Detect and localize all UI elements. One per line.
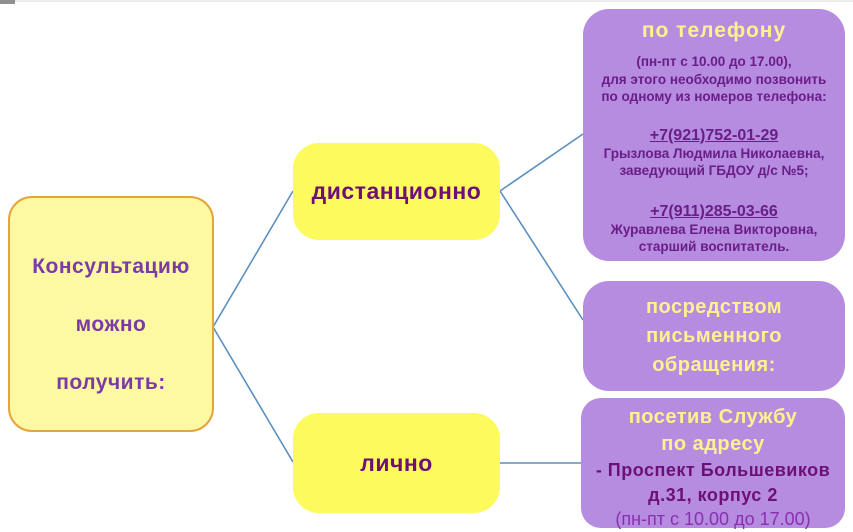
visit-node-hours: (пн-пт с 10.00 до 17.00) bbox=[615, 509, 811, 529]
phone-contact-2: +7(911)285-03-66 Журавлева Елена Викторо… bbox=[611, 203, 818, 256]
visit-node-address-line: - Проспект Большевиков bbox=[595, 460, 831, 480]
written-node-line: письменного bbox=[646, 325, 782, 347]
phone-node-intro: (пн-пт с 10.00 до 17.00), для этого необ… bbox=[601, 53, 826, 106]
branch-remote-label: дистанционно bbox=[311, 178, 482, 204]
phone-contact-1-role: заведующий ГБДОУ д/с №5; bbox=[619, 163, 809, 178]
phone-number-1: +7(921)752-01-29 bbox=[649, 126, 779, 144]
phone-intro-line: (пн-пт с 10.00 до 17.00), bbox=[636, 54, 792, 69]
branch-inperson-label: лично bbox=[360, 449, 433, 476]
root-node-line: Консультацию bbox=[32, 255, 190, 278]
phone-node-title: по телефону bbox=[641, 19, 787, 42]
phone-number-2: +7(911)285-03-66 bbox=[650, 202, 778, 220]
result-node-written: посредством письменного обращения: bbox=[583, 281, 845, 391]
visit-node-title-line: посетив Службу bbox=[628, 406, 798, 428]
connector-remote-to-phone bbox=[499, 133, 584, 192]
phone-contact-1: +7(921)752-01-29 Грызлова Людмила Никола… bbox=[604, 127, 825, 180]
phone-intro-line: для этого необходимо позвонить bbox=[601, 71, 827, 87]
root-node-line: можно bbox=[75, 313, 147, 336]
result-node-phone: по телефону (пн-пт с 10.00 до 17.00), дл… bbox=[583, 9, 845, 261]
written-node-line: посредством bbox=[645, 296, 783, 318]
phone-contact-1-name: Грызлова Людмила Николаевна, bbox=[603, 145, 825, 161]
phone-contact-2-name: Журавлева Елена Викторовна, bbox=[610, 221, 818, 237]
visit-node-address-line: д.31, корпус 2 bbox=[648, 485, 778, 505]
connector-remote-to-written bbox=[499, 190, 584, 321]
visit-node-title-line: по адресу bbox=[661, 433, 765, 455]
result-node-visit: посетив Службу по адресу - Проспект Боль… bbox=[581, 398, 845, 529]
phone-intro-line: по одному из номеров телефона: bbox=[601, 89, 827, 104]
written-node-line: обращения: bbox=[652, 354, 776, 376]
top-left-artifact bbox=[0, 0, 15, 4]
top-hairline bbox=[0, 0, 853, 2]
branch-node-remote: дистанционно bbox=[293, 143, 500, 240]
root-node-line: получить: bbox=[56, 371, 166, 394]
branch-node-inperson: лично bbox=[293, 413, 500, 513]
root-node-consultation: Консультацию можно получить: bbox=[8, 196, 214, 432]
phone-contact-2-role: старший воспитатель. bbox=[638, 239, 790, 254]
connector-root-to-inperson bbox=[212, 326, 294, 463]
connector-root-to-remote bbox=[212, 190, 294, 328]
